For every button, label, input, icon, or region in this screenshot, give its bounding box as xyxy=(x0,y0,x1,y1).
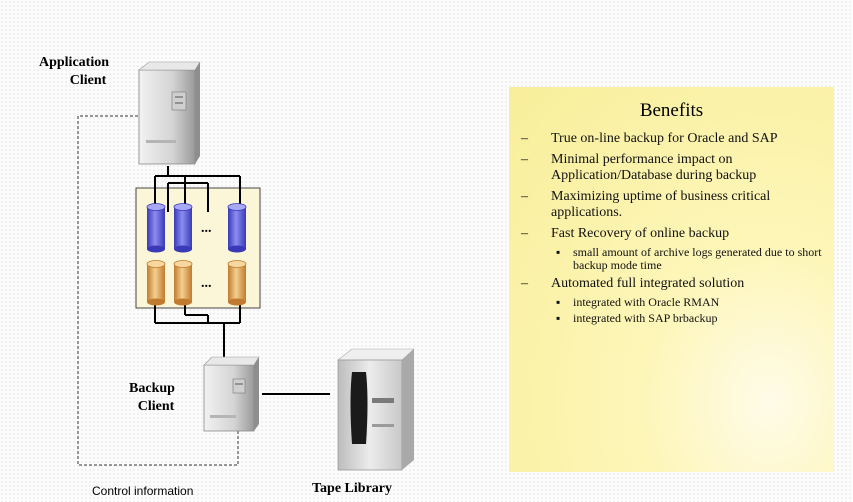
control-information-path xyxy=(77,115,239,466)
tape-library-label: Tape Library xyxy=(312,481,392,496)
dash-bullet-icon: – xyxy=(521,276,528,291)
disk-ellipsis-top: ... xyxy=(201,221,212,236)
dash-bullet-icon: – xyxy=(521,131,528,146)
application-server-icon xyxy=(138,61,201,165)
disk-row-secondary: ... xyxy=(146,260,247,306)
benefits-title: Benefits xyxy=(639,100,704,121)
disk-icon xyxy=(227,260,247,306)
backup-client-label-line2: Client xyxy=(137,399,175,414)
benefit-text: True on-line backup for Oracle and SAP xyxy=(551,131,778,146)
square-bullet-icon: ▪ xyxy=(556,310,561,325)
benefit-sublist: ▪ small amount of archive logs generated… xyxy=(551,246,826,271)
backup-server-icon xyxy=(203,356,260,432)
disk-icon xyxy=(146,260,166,306)
application-client-label-line2: Client xyxy=(69,73,107,88)
benefit-sublist: ▪ integrated with Oracle RMAN ▪ integrat… xyxy=(551,296,826,324)
benefit-subitem: ▪ small amount of archive logs generated… xyxy=(551,246,826,271)
disk-row-primary: ... xyxy=(146,203,247,253)
benefit-text: Minimal performance impact on Applicatio… xyxy=(551,152,757,183)
disk-ellipsis-bottom: ... xyxy=(201,276,212,291)
dash-bullet-icon: – xyxy=(521,189,528,204)
benefit-text: Automated full integrated solution xyxy=(551,276,745,291)
backup-client-label-line1: Backup xyxy=(129,381,175,396)
tape-library-icon xyxy=(337,348,415,471)
control-information-label: Control information xyxy=(92,484,194,498)
benefit-subitem-text: integrated with SAP brbackup xyxy=(573,310,718,325)
benefit-item: – Fast Recovery of online backup ▪ small… xyxy=(521,226,826,271)
bottom-connections xyxy=(154,300,241,357)
benefits-panel: Benefits – True on-line backup for Oracl… xyxy=(509,87,834,472)
square-bullet-icon: ▪ xyxy=(556,295,561,309)
disk-icon xyxy=(173,260,193,306)
application-client-label-line1: Application xyxy=(38,55,109,70)
benefit-item: – Automated full integrated solution ▪ i… xyxy=(521,276,826,324)
benefit-text: Maximizing uptime of business critical a… xyxy=(551,189,771,220)
benefits-list: – True on-line backup for Oracle and SAP… xyxy=(521,131,826,329)
benefit-text: Fast Recovery of online backup xyxy=(551,226,730,241)
dash-bullet-icon: – xyxy=(521,152,528,167)
benefit-subitem: ▪ integrated with Oracle RMAN xyxy=(551,296,826,309)
benefit-item: – True on-line backup for Oracle and SAP xyxy=(521,131,826,147)
benefit-item: – Maximizing uptime of business critical… xyxy=(521,189,826,221)
square-bullet-icon: ▪ xyxy=(556,245,561,259)
dash-bullet-icon: – xyxy=(521,226,528,241)
disk-icon xyxy=(146,203,166,253)
application-client-label: Application Client xyxy=(20,54,128,90)
benefit-subitem-text: small amount of archive logs generated d… xyxy=(573,245,822,272)
benefit-item: – Minimal performance impact on Applicat… xyxy=(521,152,826,184)
disk-icon xyxy=(227,203,247,253)
benefit-subitem: ▪ integrated with SAP brbackup xyxy=(551,310,826,325)
disk-icon xyxy=(173,203,193,253)
backup-client-label: Backup Client xyxy=(112,380,192,416)
benefit-subitem-text: integrated with Oracle RMAN xyxy=(573,295,720,309)
